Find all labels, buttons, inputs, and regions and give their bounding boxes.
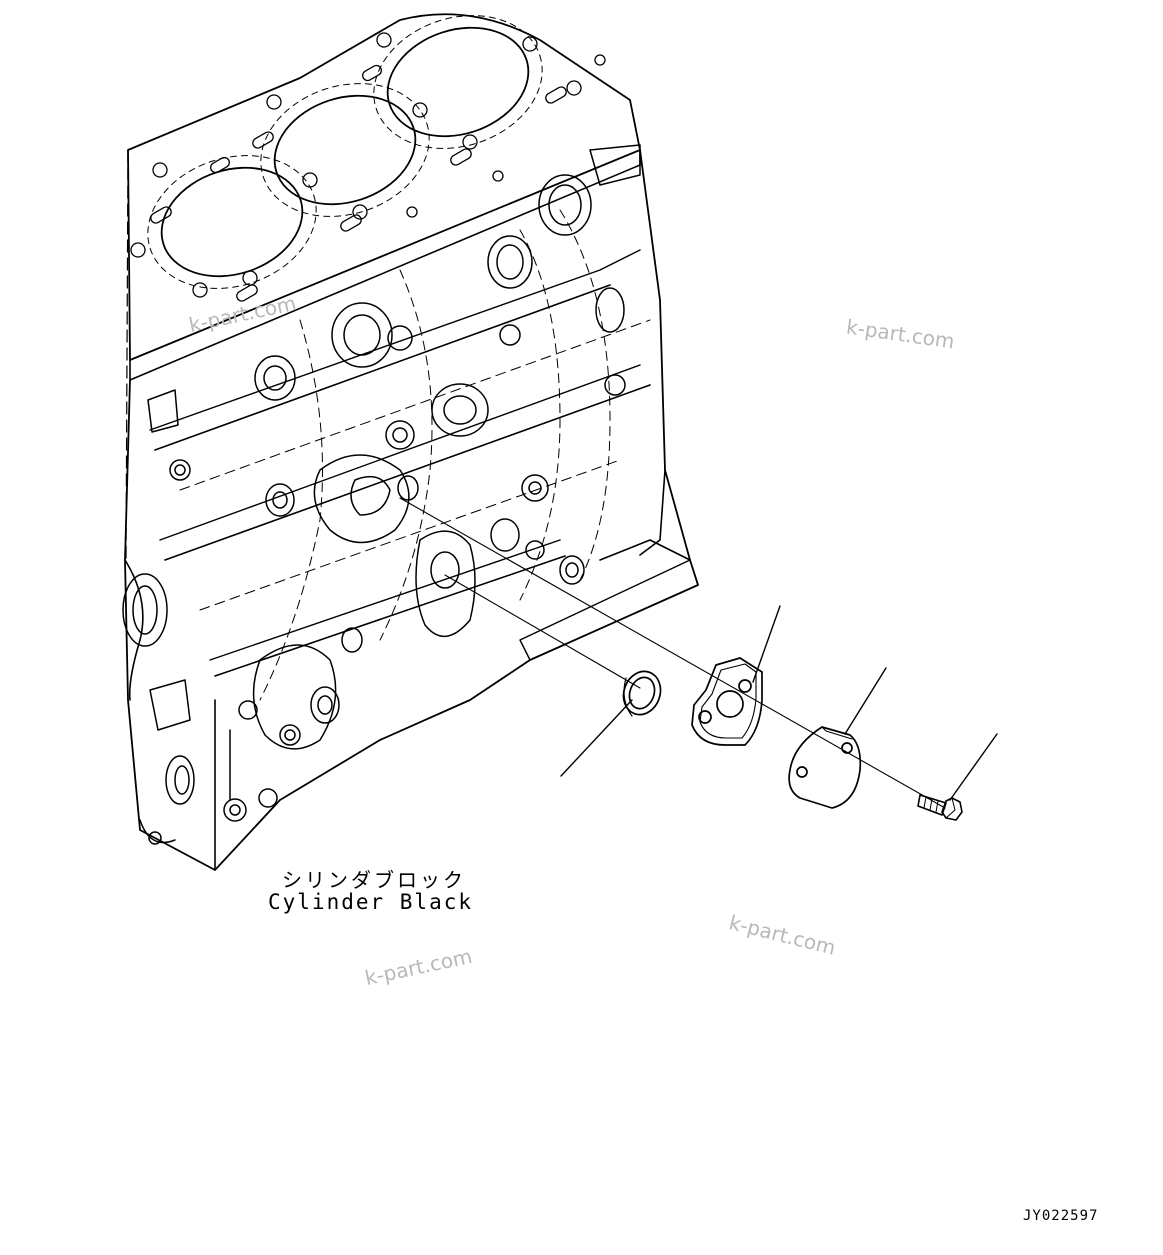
leader-lines [560, 605, 998, 801]
cylinder-block [122, 13, 699, 871]
assembly-line-bolt [399, 497, 946, 809]
head-bolt-holes [130, 32, 606, 298]
block-bosses [122, 144, 641, 845]
assembly-lines [399, 497, 946, 809]
cylinder-bore-1 [386, 26, 530, 138]
block-body-outline [124, 149, 699, 871]
part-label-jp: シリンダブロック [282, 868, 466, 892]
assembly-line-seal [444, 574, 641, 689]
leader-bolt [949, 733, 998, 801]
drawing-id: JY022597 [1023, 1208, 1099, 1224]
cylinder-bore-3 [160, 166, 304, 278]
cover-plate [788, 726, 862, 809]
leader-gasket [752, 605, 781, 683]
gasket [691, 657, 763, 746]
leader-cover [844, 667, 887, 735]
seal-ring [622, 670, 662, 717]
part-label-en: Cylinder Black [268, 890, 474, 914]
leader-seal [560, 699, 633, 777]
water-jacket-ports [150, 64, 567, 302]
block-top-deck [127, 13, 641, 361]
cylinder-bore-2 [273, 94, 417, 206]
bolt [917, 794, 963, 821]
oil-pan-flange [519, 559, 699, 661]
